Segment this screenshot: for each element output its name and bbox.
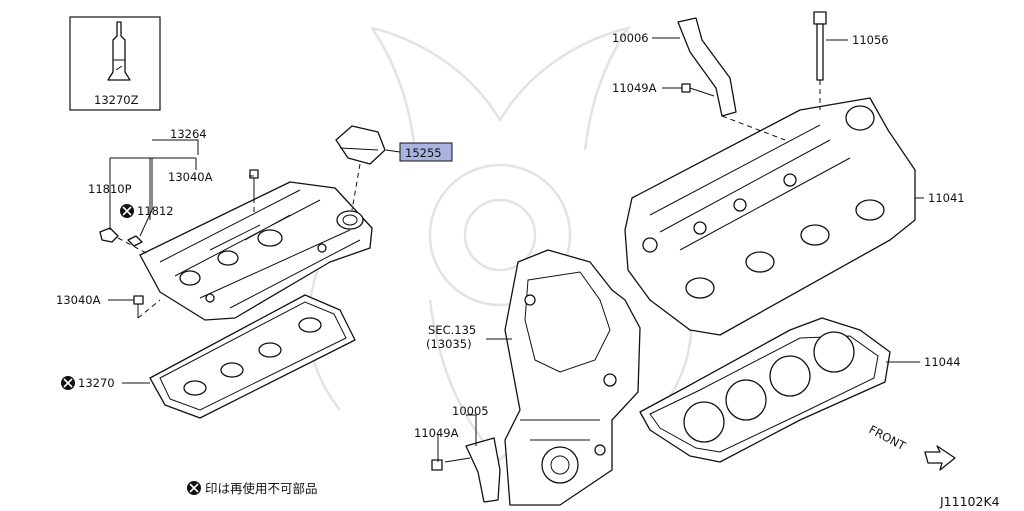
bolt-11049a-bottom — [431, 459, 443, 471]
cylinder-head-gasket — [639, 317, 891, 463]
callout-sec135-sub: (13035) — [426, 337, 472, 351]
callout-15255[interactable]: 15255 — [405, 146, 442, 160]
leader-lines — [108, 37, 924, 462]
callouts: 13264 13040A 11810P 11812 13040A 13270 1… — [56, 31, 965, 440]
front-direction-indicator: FRONT — [867, 422, 956, 471]
non-reusable-mark-13270 — [61, 376, 75, 390]
timing-cover — [504, 249, 641, 506]
callout-13040a-left[interactable]: 13040A — [56, 293, 101, 307]
callout-11044[interactable]: 11044 — [924, 355, 961, 369]
callout-11049a-bottom[interactable]: 11049A — [414, 426, 459, 440]
callout-10006[interactable]: 10006 — [612, 31, 649, 45]
callout-11812[interactable]: 11812 — [137, 204, 174, 218]
front-label: FRONT — [867, 422, 909, 453]
non-reusable-note: 印は再使用不可部品 — [205, 481, 318, 496]
callout-11056[interactable]: 11056 — [852, 33, 889, 47]
engine-slinger-front — [444, 437, 501, 503]
rocker-cover-gasket — [149, 294, 356, 419]
callout-11041[interactable]: 11041 — [928, 191, 965, 205]
front-arrow-icon — [924, 445, 956, 471]
bolt-13040a-left — [133, 295, 161, 319]
sealant-tube-icon — [107, 21, 131, 81]
head-bolt-11056 — [813, 11, 827, 110]
sealant-tube-box: 13270Z — [69, 16, 161, 111]
rocker-cover — [139, 181, 373, 321]
callout-13270z[interactable]: 13270Z — [94, 93, 139, 107]
pcv-valve — [99, 227, 151, 256]
cylinder-head — [624, 97, 916, 336]
callout-13270[interactable]: 13270 — [78, 376, 115, 390]
oil-filler-cap — [335, 125, 386, 211]
callout-11810p[interactable]: 11810P — [88, 182, 132, 196]
drawing-code: J11102K4 — [939, 494, 1000, 509]
legend-note: 印は再使用不可部品 — [187, 481, 318, 496]
callout-13040a-top[interactable]: 13040A — [168, 170, 213, 184]
non-reusable-mark-11812 — [120, 204, 134, 218]
callout-10005[interactable]: 10005 — [452, 404, 489, 418]
callout-11049a-top[interactable]: 11049A — [612, 81, 657, 95]
callout-sec135[interactable]: SEC.135 — [428, 323, 476, 337]
callout-13264[interactable]: 13264 — [170, 127, 207, 141]
bolt-11049a-top — [681, 83, 715, 97]
callout-15255-highlight — [399, 142, 453, 162]
engine-slinger-rear — [677, 17, 786, 141]
